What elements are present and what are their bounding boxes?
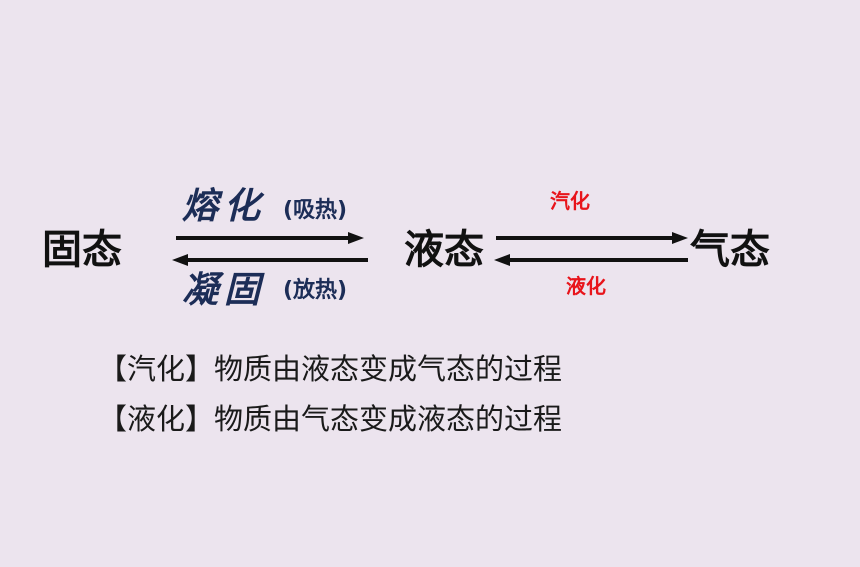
definition-condensation: 【液化】物质由气态变成液态的过程 [98,405,562,434]
state-liquid: 液态 [404,227,484,273]
process-vaporization-label: 汽化 [550,189,590,213]
arrow-liquid-to-solid [172,254,368,266]
process-melting-note: (吸热) [283,198,348,223]
process-condensation-label: 液化 [566,274,606,298]
process-freezing-label: 凝固 [182,269,267,311]
arrow-solid-to-liquid [176,232,364,244]
definition-term: 【汽化】 [98,352,215,386]
process-melting-label: 熔化 [182,185,267,227]
state-gas: 气态 [690,227,770,273]
definition-term: 【液化】 [98,402,215,436]
arrow-liquid-to-gas [496,232,688,244]
definition-text: 物质由液态变成气态的过程 [214,352,563,386]
state-solid: 固态 [42,227,122,273]
process-freezing-note: (放热) [283,278,348,303]
arrow-gas-to-liquid [494,254,688,266]
definition-vaporization: 【汽化】物质由液态变成气态的过程 [98,355,562,384]
definition-text: 物质由气态变成液态的过程 [214,402,563,436]
